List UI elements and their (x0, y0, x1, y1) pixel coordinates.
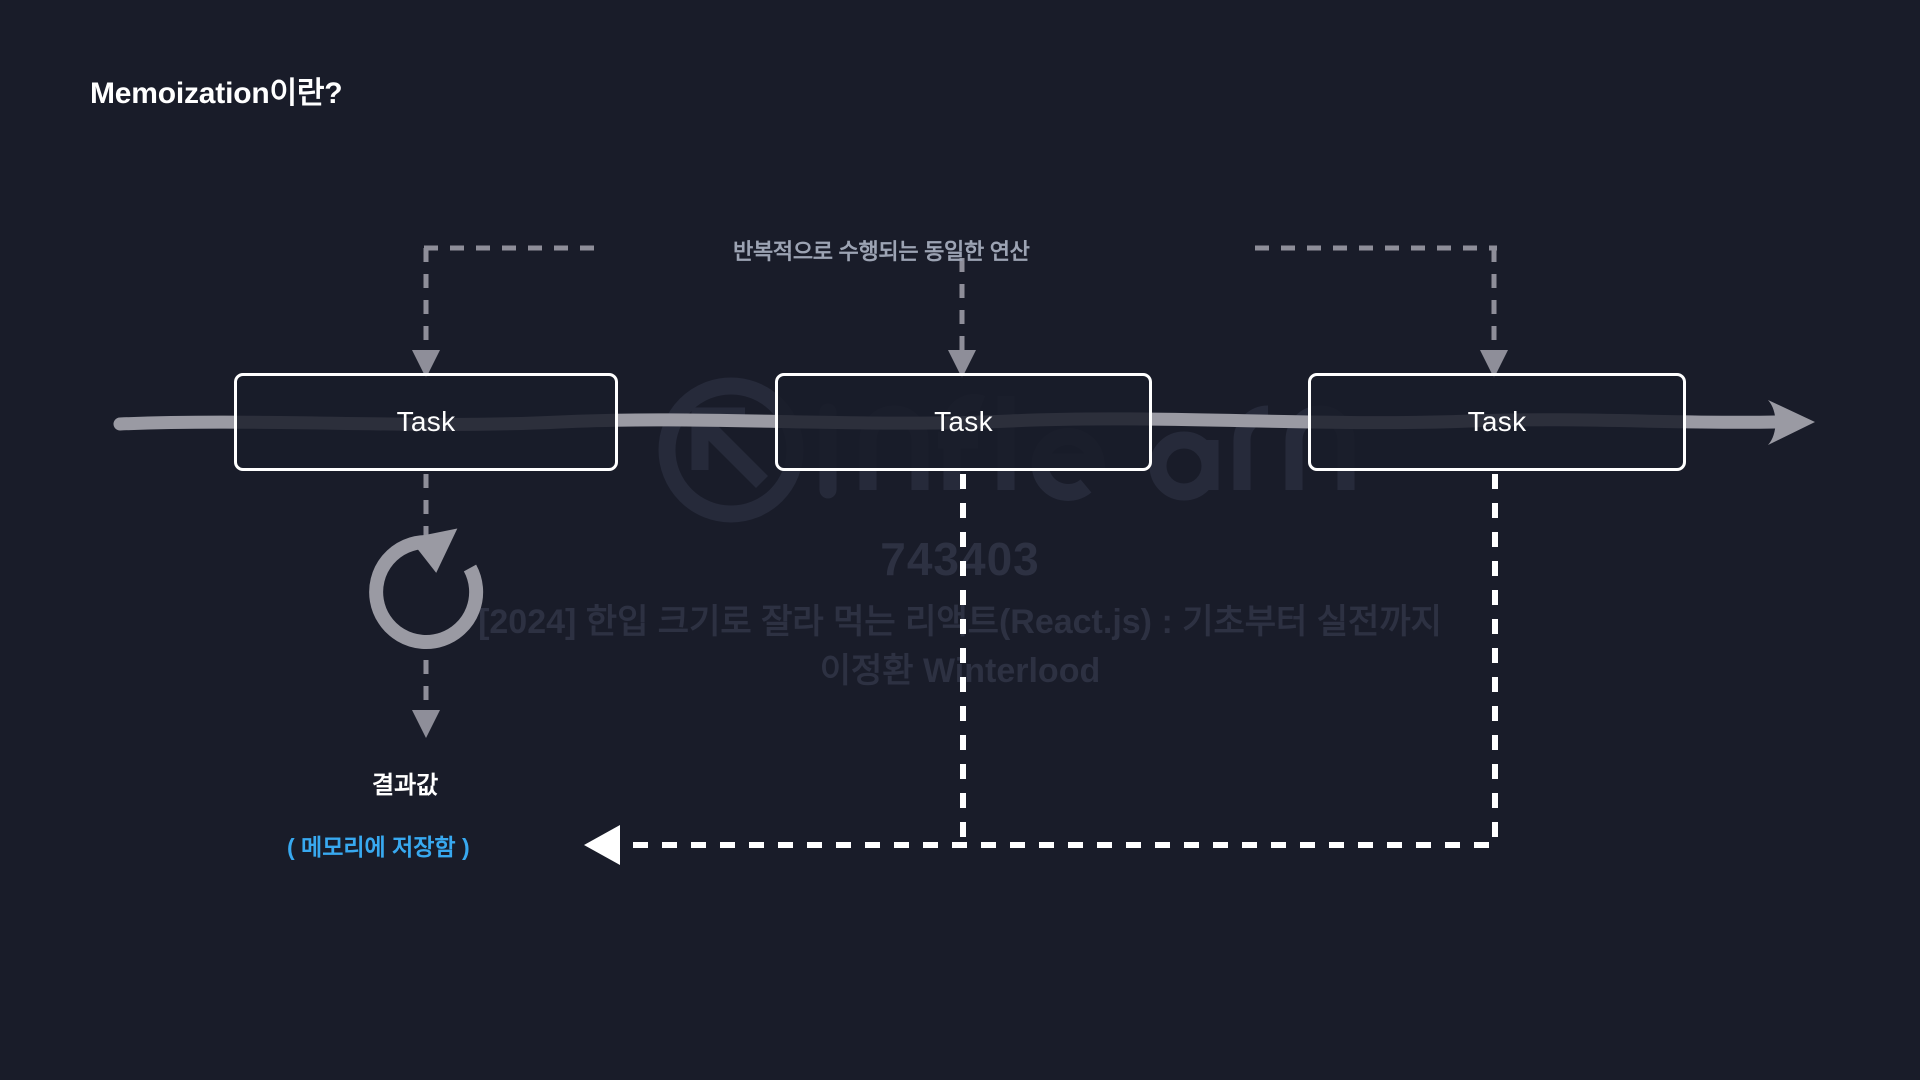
task-box-1-label: Task (396, 406, 456, 437)
task-box-3[interactable]: Task (1308, 373, 1686, 471)
result-value-label: 결과값 (372, 772, 439, 799)
task-box-2[interactable]: Task (775, 373, 1152, 471)
task-box-3-label: Task (1467, 406, 1527, 437)
repeat-operation-label: 반복적으로 수행되는 동일한 연산 (733, 239, 1030, 264)
gray-arrowhead-result (412, 710, 440, 738)
page-title: Memoization이란? (90, 77, 343, 110)
refresh-circular-arrow-icon (369, 528, 484, 649)
gray-dashed-arrow-1 (423, 245, 600, 352)
task-box-1[interactable]: Task (234, 373, 618, 471)
right-arrow-icon (1768, 400, 1815, 445)
gray-arrowhead-2 (948, 350, 976, 378)
gray-dashed-arrow-3 (1255, 245, 1497, 352)
gray-arrowhead-3 (1480, 350, 1508, 378)
left-arrow-icon (584, 825, 620, 865)
white-dashed-memo-line-right (610, 474, 1498, 848)
memory-store-label: ( 메모리에 저장함 ) (287, 834, 470, 860)
task-box-2-label: Task (934, 406, 993, 437)
gray-arrowhead-1 (412, 350, 440, 378)
